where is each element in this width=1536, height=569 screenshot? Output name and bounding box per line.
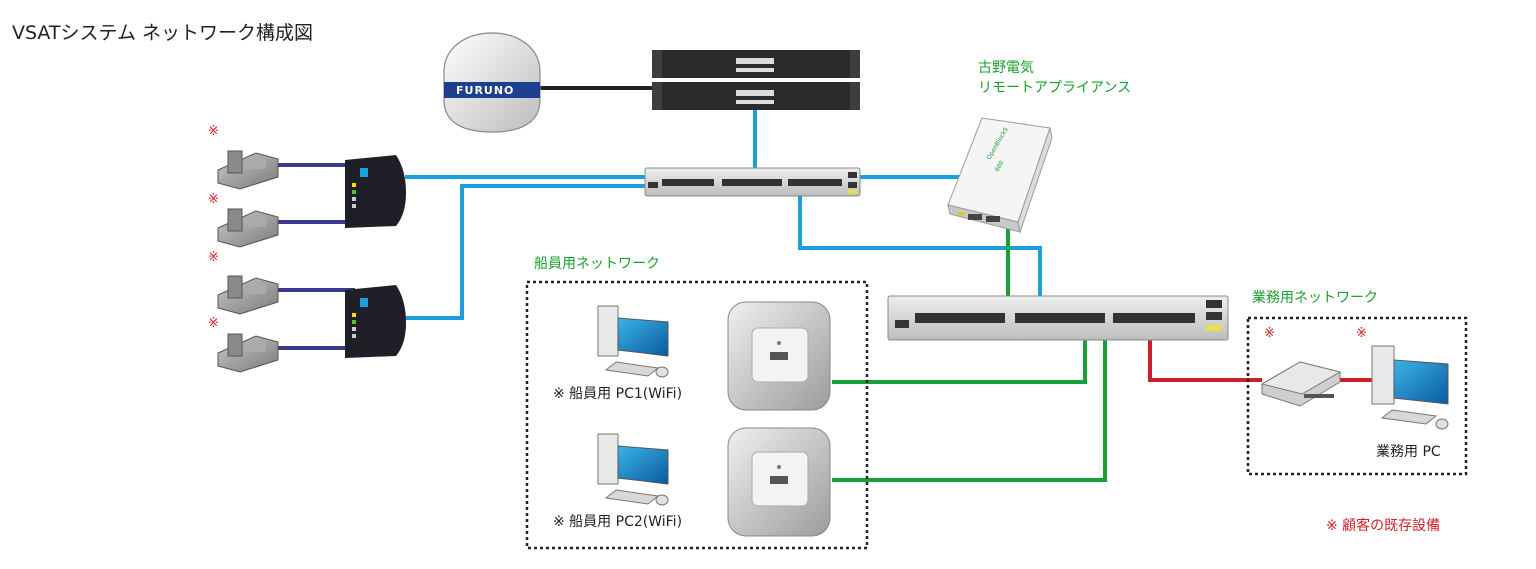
page-title: VSATシステム ネットワーク構成図	[12, 22, 314, 44]
crew-pc-1	[597, 305, 669, 378]
phones	[217, 150, 279, 373]
existing-mark-business-switch: ※	[1264, 326, 1275, 341]
access-point-2	[727, 427, 831, 537]
remote-appliance-label-2: リモートアプライアンス	[978, 80, 1132, 96]
business-switch	[1260, 361, 1342, 407]
business-pc	[1371, 345, 1449, 430]
existing-mark-business-pc: ※	[1356, 326, 1367, 341]
existing-mark-phone-4: ※	[208, 316, 219, 331]
existing-mark-phone-3: ※	[208, 250, 219, 265]
business-pc-label: 業務用 PC	[1376, 444, 1441, 460]
crew-network-boundary	[525, 280, 869, 550]
router2-lan-cable	[405, 184, 645, 320]
phone-1	[217, 150, 279, 190]
remote-appliance-label-1: 古野電気	[978, 60, 1034, 76]
phone-router-1	[345, 155, 406, 228]
switch-link-cable	[798, 196, 1042, 300]
remote-appliance: OpenBlockS 600	[947, 117, 1053, 234]
satellite-antenna	[443, 32, 541, 133]
crew-network-label: 船員用ネットワーク	[534, 256, 660, 272]
business-network-label: 業務用ネットワーク	[1252, 290, 1378, 306]
ap1-cable	[832, 335, 1087, 384]
business-cable	[1148, 340, 1262, 382]
core-switch	[887, 295, 1229, 341]
crew-pc-2	[597, 433, 669, 506]
phone-3	[217, 275, 279, 315]
ap2-cable	[832, 335, 1107, 482]
existing-mark-phone-2: ※	[208, 192, 219, 207]
phone-2	[217, 208, 279, 248]
main-switch	[644, 167, 861, 197]
appliance-device-text-2: 600	[994, 159, 1006, 173]
appliance-lan-cable	[860, 175, 962, 200]
crew-pc1-label: ※ 船員用 PC1(WiFi)	[553, 386, 683, 402]
antenna-brand: FURUNO	[456, 84, 515, 97]
legend-existing-equipment: ※ 顧客の既存設備	[1326, 518, 1441, 534]
crew-pc2-label: ※ 船員用 PC2(WiFi)	[553, 514, 683, 530]
cables	[275, 86, 1372, 482]
satellite-modem-rack	[652, 50, 860, 110]
access-point-1	[727, 301, 831, 411]
phone-4	[217, 333, 279, 373]
business-network-boundary	[1246, 316, 1468, 476]
phone-router-2	[345, 285, 406, 358]
existing-mark-phone-1: ※	[208, 124, 219, 139]
